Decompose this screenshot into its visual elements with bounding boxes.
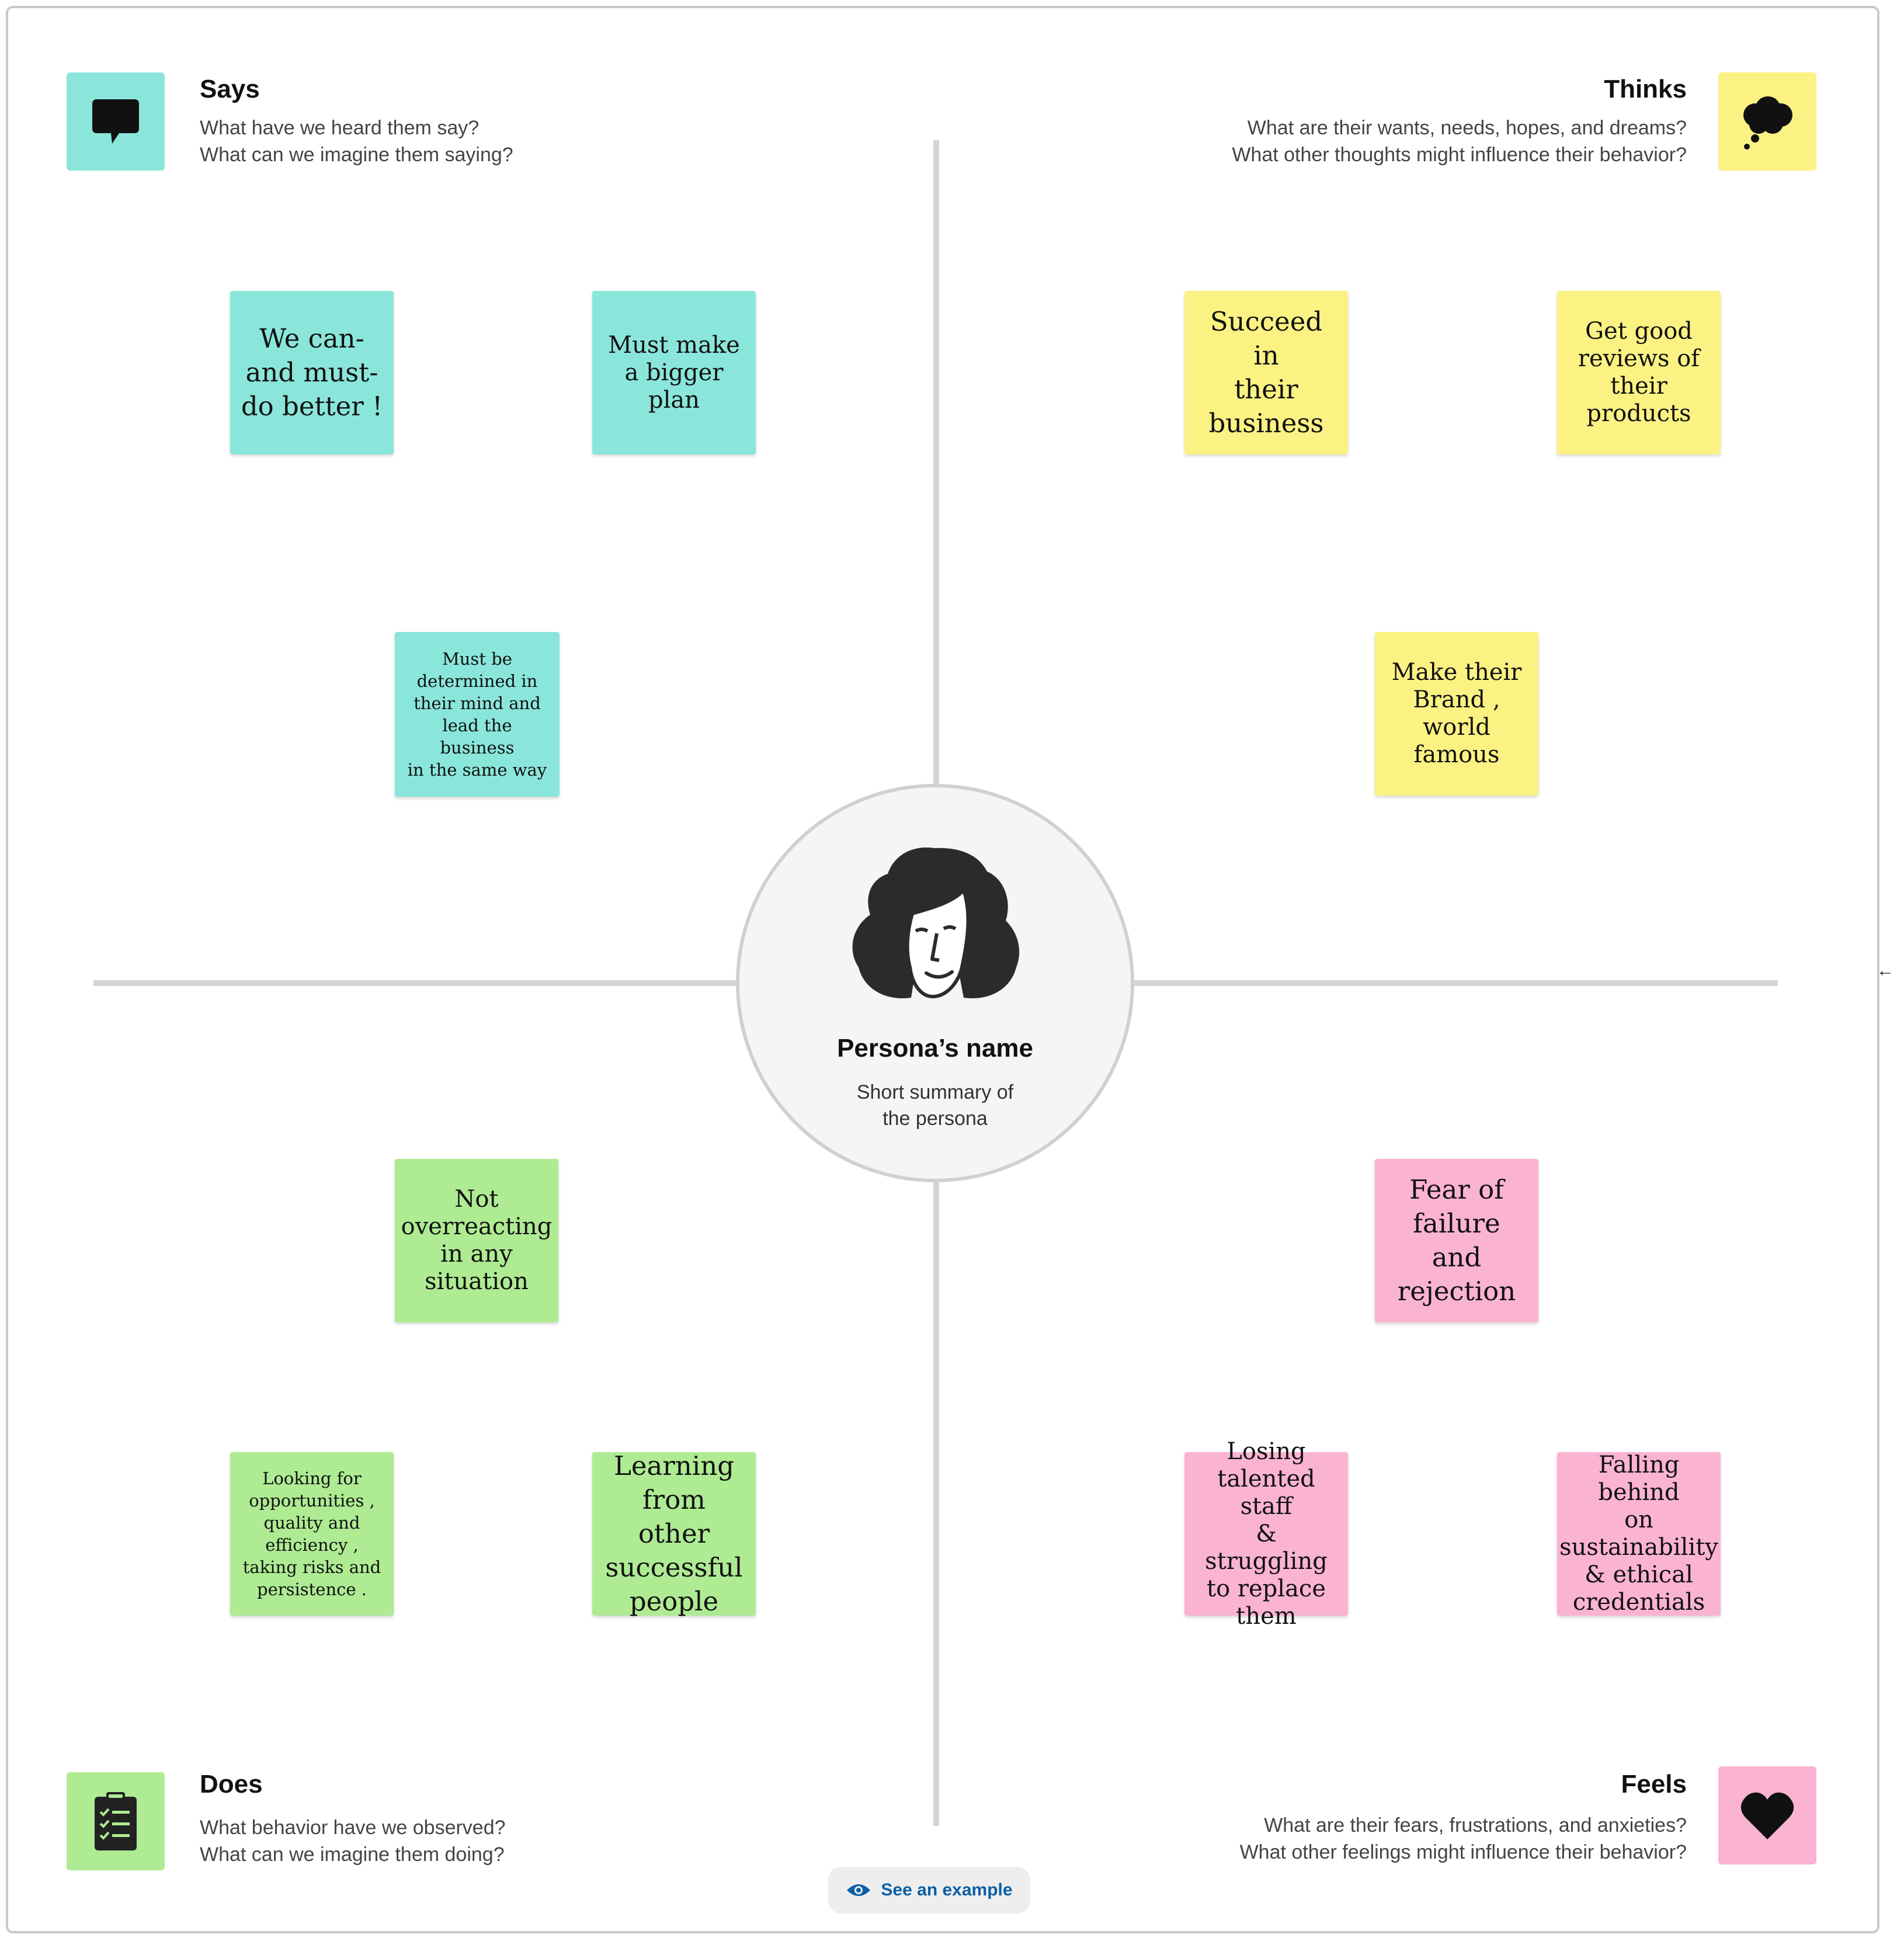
note-line: Not	[454, 1186, 499, 1213]
note-line: reviews of	[1578, 345, 1700, 372]
note-line: products	[1586, 400, 1691, 427]
does-sticky-note[interactable]: Learning from other successful people	[592, 1450, 756, 1617]
note-line: opportunities ,	[249, 1491, 375, 1511]
persona-summary-line: Short summary of	[856, 1081, 1014, 1103]
thinks-title: Thinks	[1604, 75, 1687, 103]
does-title: Does	[200, 1770, 263, 1798]
persona-summary-line: the persona	[882, 1107, 988, 1130]
clipboard-checklist-icon	[95, 1792, 137, 1850]
thinks-icon-tile	[1718, 72, 1816, 171]
persona-name[interactable]: Persona’s name	[837, 1034, 1033, 1062]
does-description-line: What behavior have we observed?	[200, 1817, 506, 1839]
note-line: Must make	[608, 331, 740, 359]
note-line: business	[1208, 408, 1324, 439]
note-line: Get good	[1585, 318, 1693, 345]
note-line: Must be	[442, 649, 512, 669]
note-line: do better !	[241, 391, 383, 422]
note-line: Make their	[1391, 659, 1522, 686]
thinks-description: What are their wants, needs, hopes, and …	[1232, 114, 1687, 168]
note-line: sustainability	[1559, 1534, 1718, 1561]
see-example-button[interactable]: See an example	[828, 1867, 1030, 1914]
persona-summary[interactable]: Short summary of the persona	[736, 1079, 1134, 1132]
note-line: efficiency ,	[265, 1535, 359, 1555]
eye-icon	[847, 1884, 871, 1896]
feels-sticky-note[interactable]: Falling behind on sustainability & ethic…	[1557, 1452, 1721, 1616]
does-sticky-note[interactable]: Not overreacting in any situation	[395, 1159, 558, 1322]
see-example-label: See an example	[881, 1880, 1013, 1900]
note-line: Falling behind	[1598, 1452, 1680, 1506]
says-sticky-note[interactable]: We can- and must- do better !	[230, 291, 394, 454]
note-line: failure and	[1413, 1208, 1500, 1273]
note-line: Looking for	[262, 1468, 362, 1488]
thinks-description-line: What are their wants, needs, hopes, and …	[1247, 117, 1687, 139]
note-line: famous	[1413, 741, 1500, 768]
note-line: Learning	[613, 1450, 734, 1481]
does-description-line: What can we imagine them doing?	[200, 1843, 505, 1866]
note-line: successful	[605, 1552, 743, 1583]
says-title: Says	[200, 75, 260, 103]
note-line: persistence .	[257, 1579, 367, 1599]
note-line: Succeed in	[1210, 306, 1323, 371]
note-line: credentials	[1572, 1589, 1705, 1616]
note-line: Fear of	[1409, 1174, 1504, 1205]
note-line: in the same way	[407, 760, 547, 780]
does-description: What behavior have we observed? What can…	[200, 1814, 506, 1868]
feels-sticky-note[interactable]: Fear of failure and rejection	[1375, 1159, 1538, 1322]
note-line: quality and	[263, 1513, 360, 1533]
says-sticky-note[interactable]: Must be determined in their mind and lea…	[395, 632, 560, 797]
persona-face-icon	[852, 847, 1020, 999]
thought-cloud-icon	[1743, 96, 1792, 150]
divider-left-horizontal	[93, 980, 736, 986]
divider-bottom-vertical	[933, 1182, 939, 1826]
divider-right-horizontal	[1134, 980, 1778, 986]
note-line: world	[1423, 714, 1490, 741]
says-description-line: What have we heard them say?	[200, 117, 480, 139]
feels-description: What are their fears, frustrations, and …	[1240, 1812, 1687, 1866]
note-line: in any	[440, 1241, 513, 1268]
note-line: & ethical	[1585, 1561, 1693, 1588]
feels-title: Feels	[1621, 1770, 1687, 1798]
note-line: plan	[648, 386, 700, 414]
speech-bubble-icon	[92, 99, 139, 144]
thinks-sticky-note[interactable]: Succeed in their business	[1184, 291, 1348, 454]
says-sticky-note[interactable]: Must make a bigger plan	[592, 291, 756, 454]
says-description-line: What can we imagine them saying?	[200, 144, 513, 166]
note-line: on	[1624, 1506, 1653, 1533]
note-line: a bigger	[624, 359, 724, 386]
feels-icon-tile	[1718, 1766, 1816, 1864]
heart-icon	[1740, 1792, 1794, 1839]
divider-top-vertical	[933, 140, 939, 784]
note-line: overreacting	[401, 1213, 553, 1240]
note-line: & struggling	[1205, 1520, 1328, 1575]
thinks-sticky-note[interactable]: Get good reviews of their products	[1557, 291, 1721, 454]
note-line: from other	[638, 1484, 710, 1549]
note-line: We can-	[259, 323, 364, 354]
feels-sticky-note[interactable]: Losing talented staff & struggling to re…	[1184, 1438, 1348, 1630]
feels-description-line: What are their fears, frustrations, and …	[1264, 1814, 1687, 1836]
note-line: them	[1236, 1602, 1297, 1630]
note-line: to replace	[1207, 1575, 1326, 1602]
does-sticky-note[interactable]: Looking for opportunities , quality and …	[230, 1452, 394, 1616]
note-line: talented staff	[1217, 1465, 1315, 1520]
note-line: Losing	[1227, 1437, 1306, 1465]
does-icon-tile	[67, 1772, 165, 1870]
note-line: people	[629, 1586, 719, 1617]
note-line: determined in	[416, 671, 538, 691]
note-line: and must-	[245, 357, 378, 388]
note-line: lead the business	[440, 716, 515, 758]
note-line: their	[1610, 373, 1667, 400]
note-line: rejection	[1397, 1276, 1516, 1307]
note-line: situation	[425, 1268, 529, 1295]
feels-description-line: What other feelings might influence thei…	[1239, 1841, 1687, 1863]
note-line: taking risks and	[242, 1557, 381, 1577]
note-line: Brand ,	[1413, 686, 1500, 713]
says-description: What have we heard them say? What can we…	[200, 114, 513, 168]
thinks-sticky-note[interactable]: Make their Brand , world famous	[1375, 632, 1538, 796]
thinks-description-line: What other thoughts might influence thei…	[1232, 144, 1687, 166]
arrow-left-icon[interactable]: ←	[1877, 961, 1894, 980]
note-line: their mind and	[414, 693, 541, 713]
note-line: their	[1234, 374, 1298, 405]
says-icon-tile	[67, 72, 165, 171]
